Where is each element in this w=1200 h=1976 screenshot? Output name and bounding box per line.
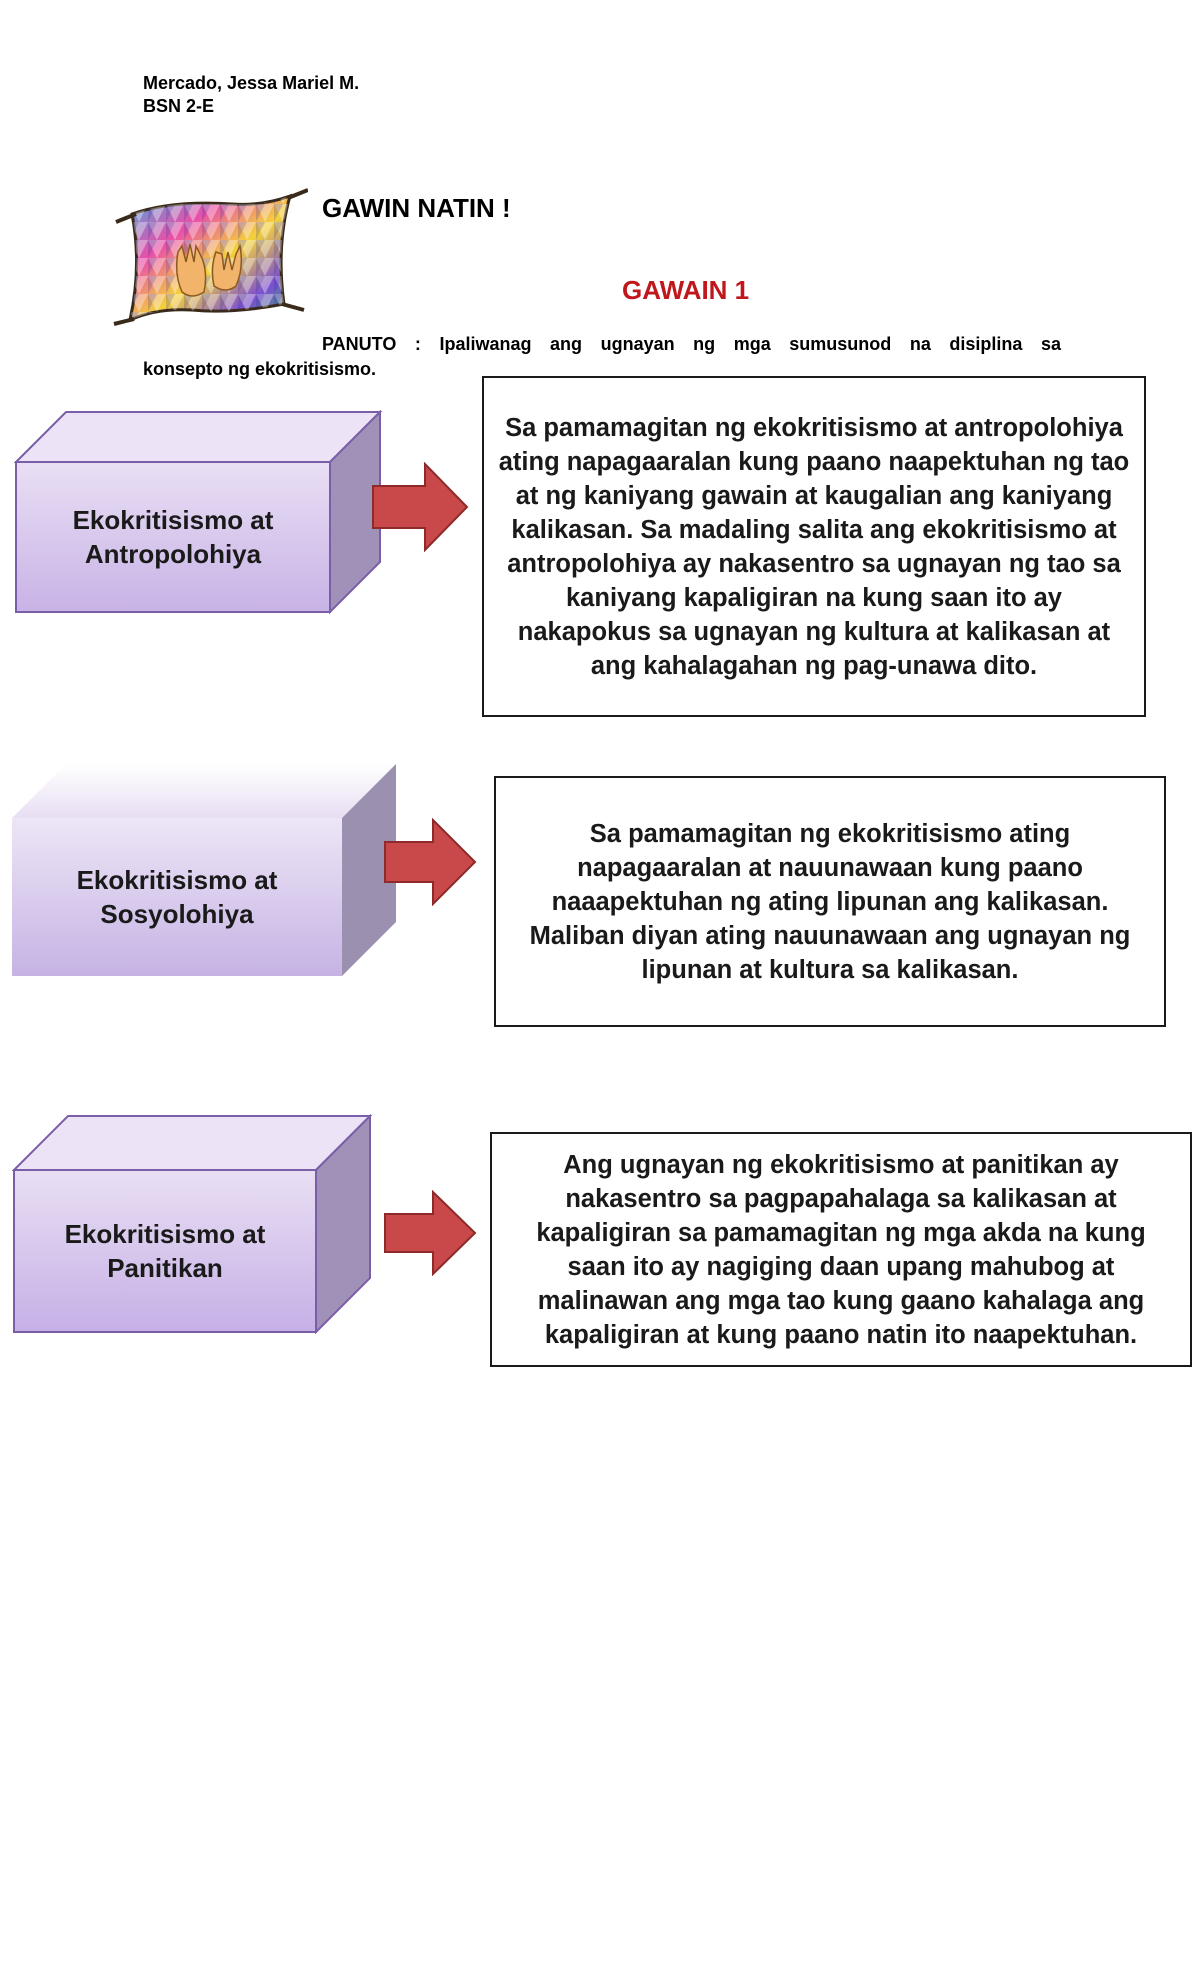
answer-box-3: Ang ugnayan ng ekokritisismo at panitika… [490,1132,1192,1367]
discipline-box-1: Ekokritisismo at Antropolohiya [14,410,384,616]
arrow-right-icon [383,817,477,911]
discipline-box-3: Ekokritisismo at Panitikan [12,1114,374,1334]
answer-box-1: Sa pamamagitan ng ekokritisismo at antro… [482,376,1146,717]
arrow-right-icon [383,1189,477,1281]
author-section: BSN 2-E [143,96,215,116]
discipline-label-1: Ekokritisismo at Antropolohiya [72,505,274,569]
discipline-label-3: Ekokritisismo at Panitikan [64,1219,266,1283]
author-block: Mercado, Jessa Mariel M. BSN 2-E [143,72,359,118]
arrow-right-icon [371,461,469,557]
activity-heading: GAWIN NATIN ! [322,193,511,223]
carpet-hands-logo [112,186,309,336]
instruction-line-2: konsepto ng ekokritisismo. [143,359,377,379]
discipline-label-2: Ekokritisismo at Sosyolohiya [76,865,278,929]
instruction-line-1: PANUTO : Ipaliwanag ang ugnayan ng mga s… [322,334,1061,354]
discipline-box-2: Ekokritisismo at Sosyolohiya [12,764,398,978]
activity-number: GAWAIN 1 [622,275,750,305]
author-name: Mercado, Jessa Mariel M. [143,73,360,93]
answer-box-2: Sa pamamagitan ng ekokritisismo ating na… [494,776,1166,1027]
